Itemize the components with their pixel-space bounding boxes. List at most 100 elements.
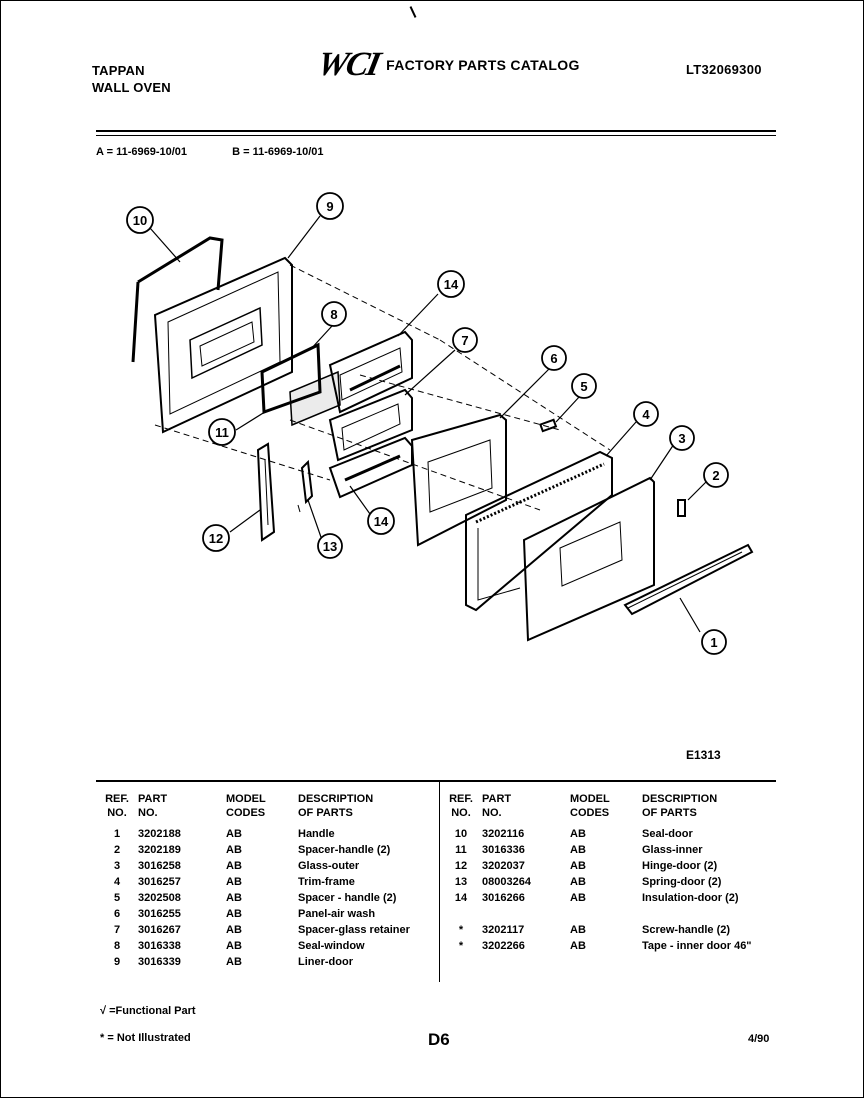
header-desc-line1: DESCRIPTION (642, 793, 718, 805)
description-cell: Spacer-glass retainer (298, 924, 410, 936)
callout-9: 9 (326, 199, 333, 214)
page-id: D6 (428, 1030, 450, 1049)
part-number-cell: 3016266 (482, 892, 525, 904)
part-spacer-5 (539, 418, 558, 433)
header-ref-line1: REF. (449, 793, 473, 805)
description-cell: Seal-door (642, 828, 693, 840)
table-header-right: REF. NO. PART NO. MODEL CODES DESCRIPTIO… (440, 792, 782, 826)
header-part: PART NO. (482, 792, 570, 826)
parts-column-right: REF. NO. PART NO. MODEL CODES DESCRIPTIO… (440, 792, 782, 954)
callout-4: 4 (642, 407, 650, 422)
page-date: 4/90 (748, 1033, 770, 1045)
model-a: A = 11-6969-10/01 (96, 146, 188, 158)
ref-cell: 8 (113, 940, 121, 952)
table-row: 14 3016266 AB Insulation-door (2) (440, 890, 782, 906)
part-number-cell: 3016336 (482, 844, 525, 856)
ref-cell: 2 (113, 844, 121, 856)
ref-cell: * (458, 940, 464, 952)
header-ref: REF. NO. (440, 792, 482, 826)
callout-6: 6 (550, 351, 557, 366)
parts-column-left: REF. NO. PART NO. MODEL CODES DESCRIPTIO… (96, 792, 438, 970)
header-desc-line2: OF PARTS (642, 807, 697, 819)
description-cell: Trim-frame (298, 876, 355, 888)
ref-cell: 6 (113, 908, 121, 920)
model-code-cell: AB (226, 876, 242, 888)
part-number-cell: 3202266 (482, 940, 525, 952)
ref-cell: 14 (454, 892, 468, 904)
part-panel-air-wash (410, 413, 507, 547)
callout-5: 5 (580, 379, 587, 394)
callout-10: 10 (133, 213, 147, 228)
table-divider (439, 782, 440, 982)
part-number-cell: 3016258 (138, 860, 181, 872)
part-hinge (256, 442, 276, 542)
callout-13: 13 (323, 539, 337, 554)
header-codes-line1: MODEL (570, 793, 610, 805)
callout-circles (126, 192, 729, 655)
ref-cell: 10 (454, 828, 468, 840)
part-number-cell: 3016339 (138, 956, 181, 968)
part-number-cell: 3202188 (138, 828, 181, 840)
header-codes-line1: MODEL (226, 793, 266, 805)
description-cell: Insulation-door (2) (642, 892, 739, 904)
part-number-cell: 3202117 (482, 924, 525, 936)
part-seal-window (260, 342, 341, 427)
model-code-cell: AB (226, 844, 242, 856)
part-spring (297, 459, 314, 513)
description-cell: Seal-window (298, 940, 365, 952)
description-cell: Spring-door (2) (642, 876, 722, 888)
callout-8: 8 (330, 307, 337, 322)
ref-cell: 3 (113, 860, 121, 872)
part-number-cell: 3016257 (138, 876, 181, 888)
part-handle (623, 543, 754, 616)
ref-cell: 11 (455, 844, 467, 856)
brand-block: TAPPAN WALL OVEN (92, 62, 171, 96)
part-number-cell: 3202116 (482, 828, 525, 840)
model-code-cell: AB (570, 924, 586, 936)
description-cell: Spacer-handle (2) (298, 844, 391, 856)
model-code-cell: AB (226, 940, 242, 952)
callout-12: 12 (209, 531, 223, 546)
leader-lines (149, 215, 709, 633)
model-code-cell: AB (226, 892, 242, 904)
callout-2: 2 (712, 468, 719, 483)
part-number-cell (482, 906, 570, 922)
alignment-lines (154, 264, 611, 511)
model-code-cell: AB (570, 892, 586, 904)
catalog-title: FACTORY PARTS CATALOG (386, 57, 580, 73)
part-trim-frame (465, 450, 613, 612)
header-rule-thin (96, 135, 776, 136)
ref-cell: 9 (113, 956, 121, 968)
ref-cell: 1 (113, 828, 121, 840)
legend-not-illustrated: * = Not Illustrated (100, 1032, 191, 1044)
legend-functional-part: √ =Functional Part (100, 1005, 196, 1017)
ref-cell: 12 (454, 860, 468, 872)
model-code-cell: AB (570, 844, 586, 856)
header-part-line1: PART (482, 793, 512, 805)
header-ref: REF. NO. (96, 792, 138, 826)
header-rule (96, 130, 776, 132)
description-cell: Panel-air wash (298, 908, 376, 920)
model-code-cell: AB (226, 956, 242, 968)
header-part-line2: NO. (138, 807, 158, 819)
parts-table: REF. NO. PART NO. MODEL CODES DESCRIPTIO… (96, 780, 776, 987)
model-code-cell: AB (570, 828, 586, 840)
model-code-cell: AB (226, 828, 242, 840)
catalog-header: WCI FACTORY PARTS CATALOG (314, 46, 580, 83)
model-code-cell (570, 906, 642, 922)
exploded-door-diagram: 10 9 8 14 7 6 5 4 3 2 11 14 12 13 1 (126, 192, 754, 655)
header-ref-line2: NO. (107, 807, 127, 819)
part-glass-outer (522, 476, 655, 642)
part-number-cell: 3202037 (482, 860, 525, 872)
model-code-cell: AB (226, 860, 242, 872)
header-part-line2: NO. (482, 807, 502, 819)
